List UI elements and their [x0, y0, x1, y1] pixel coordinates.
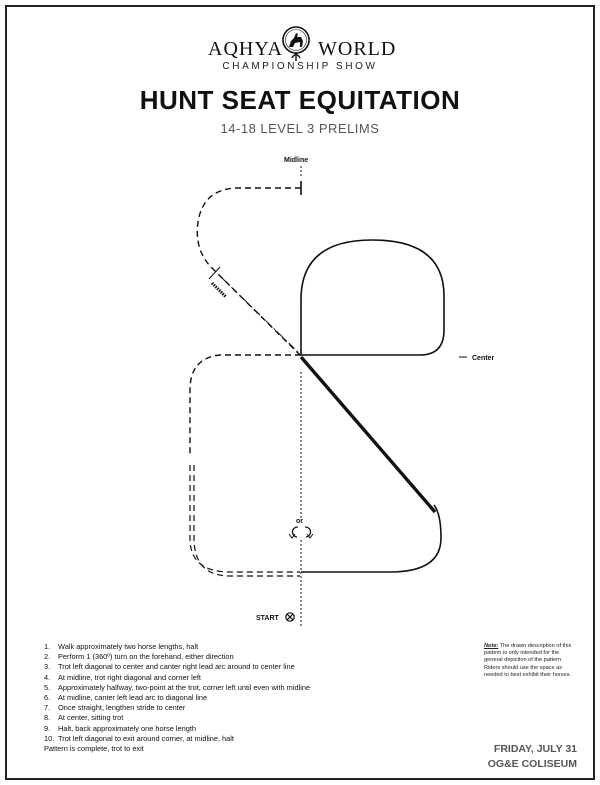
logo-subtitle: CHAMPIONSHIP SHOW — [222, 61, 378, 72]
midline-label: Midline — [284, 157, 308, 164]
list-item: 3.Trot left diagonal to center and cante… — [44, 662, 295, 672]
list-item: 5.Approximately halfway, two-point at th… — [44, 682, 311, 692]
list-item: 8.At center, sitting trot — [44, 713, 124, 723]
two-point-path-a — [189, 465, 300, 573]
note-text: The drawn description of this pattern is… — [484, 643, 572, 678]
pattern-steps: 1.Walk approximately two horse lengths, … — [44, 642, 464, 754]
class-subtitle: 14-18 LEVEL 3 PRELIMS — [220, 121, 380, 136]
right-lead-canter-arc — [300, 239, 445, 356]
center-label: Center — [472, 355, 494, 362]
list-item: 10.Trot left diagonal to exit around cor… — [44, 733, 234, 743]
steps-footer: Pattern is complete, trot to exit — [44, 744, 144, 754]
list-item: 7.Once straight, lengthen stride to cent… — [44, 703, 186, 713]
list-item: 2.Perform 1 (360º) turn on the forehand,… — [44, 652, 234, 662]
exit-trot-path — [196, 187, 301, 356]
diagonal-line — [219, 275, 302, 356]
horse-rider-emblem-icon — [282, 26, 310, 61]
halt-marker — [208, 266, 221, 280]
turn-on-forehand-arrows-icon: or — [288, 518, 314, 539]
list-item: 6.At midline, canter left lead arc to di… — [44, 693, 208, 703]
pattern-note: Note: The drawn description of this patt… — [484, 643, 576, 679]
page-frame — [5, 5, 595, 780]
note-label: Note: — [484, 643, 499, 649]
trot-path — [189, 354, 301, 455]
lengthened-stride-line — [299, 355, 437, 514]
logo-text-world: WORLD — [318, 38, 397, 60]
list-item: 4.At midline, trot right diagonal and co… — [44, 672, 201, 682]
back-up-marker — [210, 281, 228, 299]
list-item: 1.Walk approximately two horse lengths, … — [44, 642, 199, 651]
logo-text-aqhya: AQHYA — [208, 38, 283, 60]
left-lead-canter-arc — [301, 504, 442, 573]
page-title: HUNT SEAT EQUITATION — [139, 85, 461, 115]
start-label: START — [256, 615, 280, 622]
event-date: FRIDAY, JULY 31 — [493, 743, 577, 755]
or-label: or — [296, 518, 303, 525]
list-item: 9.Halt, back approximately one horse len… — [44, 723, 197, 733]
two-point-path-b — [193, 465, 300, 577]
event-venue: OG&E COLISEUM — [487, 758, 577, 770]
start-x-icon — [285, 612, 295, 622]
